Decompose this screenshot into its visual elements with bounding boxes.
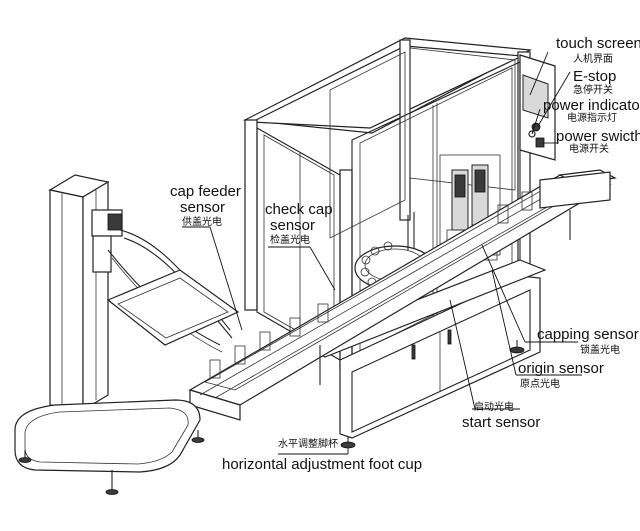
check-cap-sensor-cn-label: 检盖光电 <box>270 235 310 246</box>
foot-cup-label: horizontal adjustment foot cup <box>222 456 423 473</box>
touch-screen-label: touch screen <box>556 35 640 52</box>
origin-sensor-cn-label: 原点光电 <box>520 379 560 390</box>
touch-screen-cn-label: 人机界面 <box>573 54 613 65</box>
estop-cn-label: 急停开关 <box>573 85 613 96</box>
check-cap-sensor-label-1: check cap <box>265 201 333 218</box>
start-sensor-cn-label: 启动光电 <box>474 402 514 413</box>
leader-lines <box>182 51 582 455</box>
cap-feeder-sensor-label-2: sensor <box>180 199 226 216</box>
conveyor <box>188 169 617 421</box>
capping-sensor-label: capping sensor <box>537 326 639 343</box>
origin-sensor-label: origin sensor <box>518 360 604 377</box>
power-indicator-label: power indicator <box>543 97 640 114</box>
power-switch-cn-label: 电源开关 <box>569 144 609 155</box>
cap-feeder-column <box>14 174 240 495</box>
power-switch-label: power swicth <box>556 128 640 145</box>
capping-sensor-cn-label: 锁盖光电 <box>580 345 620 356</box>
cap-feeder-sensor-label-1: cap feeder <box>170 183 241 200</box>
start-sensor-label: start sensor <box>462 414 541 431</box>
foot-cup-cn-label: 水平调整脚杯 <box>278 439 338 450</box>
power-indicator-cn-label: 电源指示灯 <box>567 113 617 124</box>
check-cap-sensor-label-2: sensor <box>270 217 316 234</box>
cap-feeder-sensor-cn-label: 供盖光电 <box>182 217 222 228</box>
estop-label: E-stop <box>573 68 617 85</box>
